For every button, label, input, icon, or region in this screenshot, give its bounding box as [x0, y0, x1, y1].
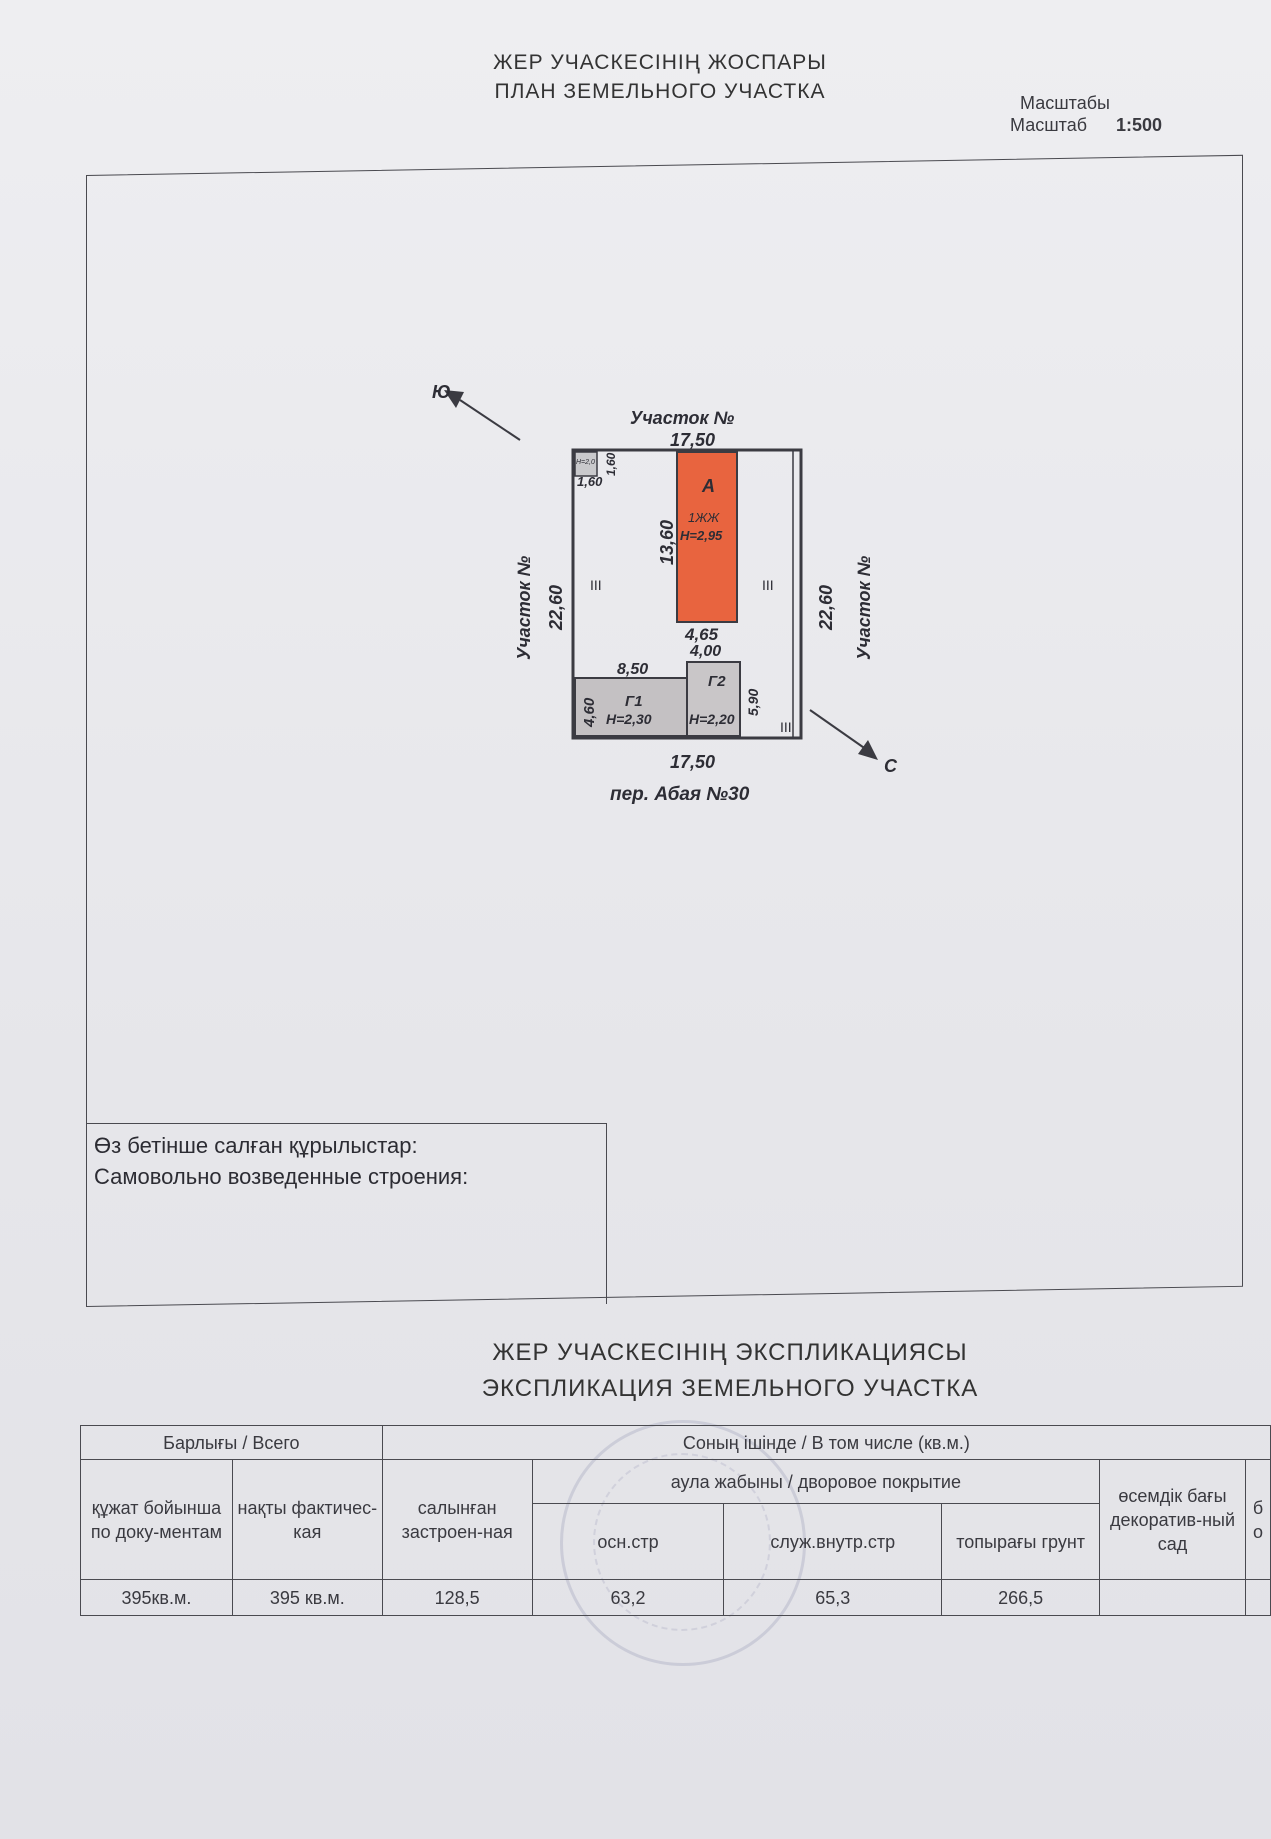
right-length: 22,60	[816, 585, 836, 631]
g1-label: Г1	[625, 693, 643, 710]
val-service-structures: 65,3	[723, 1579, 943, 1616]
garage-g2	[686, 661, 741, 737]
south-arrow-line	[459, 399, 521, 441]
garage-g1	[574, 677, 688, 737]
bottom-length: 17,50	[670, 752, 715, 772]
col-soil: топырағы грунт	[941, 1503, 1101, 1580]
site-plan: Ю С Участок № 17,50 17,50 пер. Абая №30 …	[432, 380, 940, 805]
dir-south: Ю	[432, 382, 451, 402]
plan-title-ru: ПЛАН ЗЕМЕЛЬНОГО УЧАСТКА	[494, 80, 826, 103]
scale-block: Масштабы Масштаб 1:500	[1010, 92, 1162, 136]
dir-north: С	[884, 756, 898, 776]
scale-label-ru: Масштаб	[1010, 115, 1088, 135]
val-garden	[1099, 1579, 1246, 1616]
house-letter: А	[701, 476, 715, 496]
col-main-structures: осн.стр	[531, 1503, 725, 1580]
site-plan-drawing: Ю С Участок № 17,50 17,50 пер. Абая №30 …	[432, 382, 898, 805]
g2-length: 4,00	[689, 643, 721, 660]
g2-label: Г2	[708, 673, 726, 690]
scale-line: Масштаб 1:500	[1010, 114, 1162, 136]
val-cut	[1244, 1579, 1271, 1616]
including-header: Соның ішінде / В том числе (кв.м.)	[381, 1425, 1271, 1460]
yard-cover-header: аула жабыны / дворовое покрытие	[531, 1459, 1101, 1504]
left-length: 22,60	[546, 585, 566, 631]
val-built: 128,5	[381, 1579, 533, 1616]
house-a	[676, 451, 738, 623]
self-built-box: Өз бетінше салған құрылыстар: Самовольно…	[86, 1123, 607, 1304]
self-built-ru: Самовольно возведенные строения:	[94, 1164, 469, 1189]
west-neighbor: Участок №	[514, 555, 534, 660]
self-built-kz: Өз бетінше салған құрылыстар:	[94, 1133, 418, 1158]
annex-height: Н=2,0	[576, 459, 595, 466]
house-length: 13,60	[657, 520, 677, 565]
val-soil: 266,5	[941, 1579, 1101, 1616]
explication-table: Барлығы / Всего Соның ішінде / В том чис…	[80, 1425, 1271, 1616]
explication-title: ЖЕР УЧАСКЕСІНІҢ ЭКСПЛИКАЦИЯСЫ ЭКСПЛИКАЦИ…	[380, 1335, 1080, 1407]
col-garden: өсемдік бағы декоратив-ный сад	[1099, 1459, 1246, 1580]
val-by-document: 395кв.м.	[80, 1579, 233, 1616]
plan-title-kz: ЖЕР УЧАСКЕСІНІҢ ЖОСПАРЫ	[493, 51, 827, 74]
scale-value: 1:500	[1116, 115, 1163, 135]
south-arrow-head	[444, 390, 464, 408]
north-arrow-line	[809, 709, 871, 753]
hatch-right: III	[762, 577, 774, 593]
annex-width: 1,60	[577, 474, 603, 489]
annex-depth: 1,60	[604, 452, 618, 476]
val-main-structures: 63,2	[531, 1579, 725, 1616]
g2-depth: 5,90	[745, 689, 761, 716]
explication-title-kz: ЖЕР УЧАСКЕСІНІҢ ЭКСПЛИКАЦИЯСЫ	[492, 1339, 968, 1366]
col-built: салынған застроен-ная	[381, 1459, 533, 1580]
g2-height: Н=2,20	[689, 711, 735, 727]
small-annex	[574, 451, 598, 477]
house-type: 1ЖЖ	[688, 510, 720, 525]
hatch-left: III	[590, 577, 602, 593]
plan-title: ЖЕР УЧАСКЕСІНІҢ ЖОСПАРЫ ПЛАН ЗЕМЕЛЬНОГО …	[420, 48, 900, 106]
street-label: пер. Абая №30	[610, 784, 750, 805]
house-width: 4,65	[684, 625, 719, 644]
col-cut: б о	[1244, 1459, 1271, 1580]
east-neighbor: Участок №	[854, 555, 874, 660]
hatch-bottom: III	[780, 719, 792, 735]
house-height: Н=2,95	[680, 528, 723, 543]
g1-depth: 4,60	[581, 697, 598, 728]
col-service-structures: служ.внутр.стр	[723, 1503, 943, 1580]
g1-length: 8,50	[617, 661, 648, 678]
north-neighbor: Участок №	[630, 408, 735, 428]
top-length: 17,50	[670, 430, 715, 450]
col-by-document: құжат бойынша по доку-ментам	[80, 1459, 233, 1580]
north-arrow-head	[858, 740, 878, 760]
scale-label-kz: Масштабы	[1020, 93, 1110, 113]
g1-height: Н=2,30	[606, 711, 652, 727]
total-header: Барлығы / Всего	[80, 1425, 383, 1460]
val-actual: 395 кв.м.	[231, 1579, 383, 1616]
col-actual: нақты фактичес-кая	[231, 1459, 383, 1580]
explication-title-ru: ЭКСПЛИКАЦИЯ ЗЕМЕЛЬНОГО УЧАСТКА	[481, 1375, 979, 1402]
plot-boundary	[571, 448, 803, 740]
